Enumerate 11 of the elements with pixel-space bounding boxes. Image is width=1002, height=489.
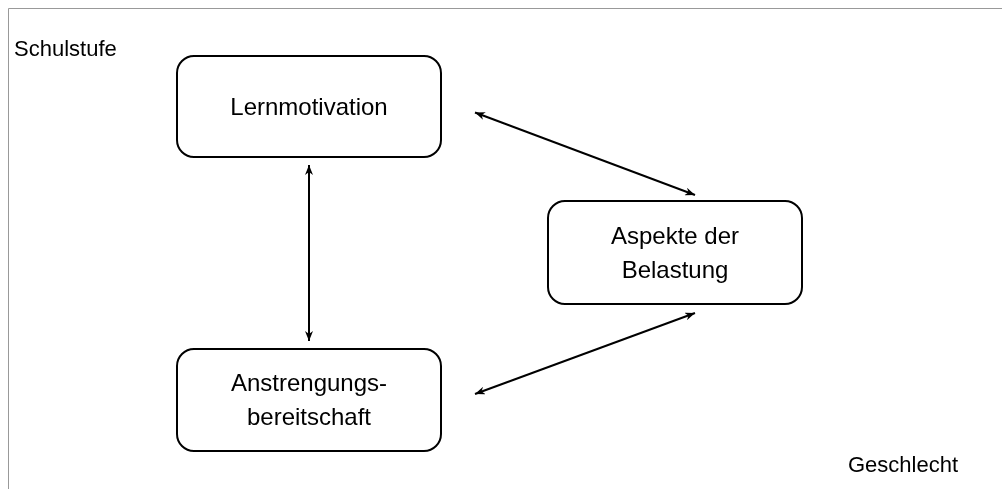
- rounded-box: [176, 348, 442, 452]
- double-arrow: [474, 111, 696, 196]
- box-label: Aspekte der Belastung: [609, 220, 741, 285]
- double-arrow: [305, 164, 313, 342]
- variable-label: Schulstufe: [14, 36, 117, 62]
- box-label: Anstrengungs-bereitschaft: [229, 368, 389, 432]
- rounded-box: [176, 55, 442, 158]
- box-label: Lernmotivation: [230, 91, 388, 122]
- double-arrow: [474, 312, 696, 395]
- variable-label: Geschlecht: [848, 452, 959, 478]
- rounded-box: [547, 200, 803, 305]
